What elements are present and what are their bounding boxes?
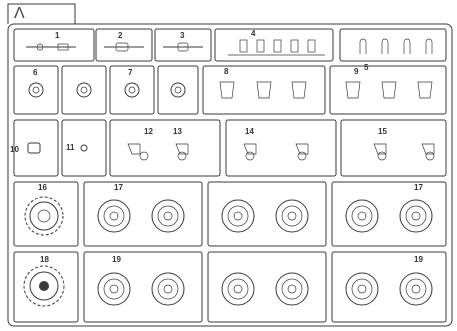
part-cell-5: 5 (339, 28, 447, 72)
part-cell-18: 18 (13, 251, 79, 323)
wheel-block-2 (207, 181, 327, 247)
sprue-letter: Λ (14, 5, 25, 22)
part-number-8: 8 (224, 67, 229, 76)
part-number-18: 18 (40, 255, 49, 264)
part-number-7: 7 (128, 68, 133, 77)
part-number-2: 2 (118, 31, 123, 40)
part-cell-8: 8 (202, 65, 326, 115)
part-cell-7b (157, 65, 199, 115)
part-cell-7: 7 (109, 65, 155, 115)
part-number-15: 15 (378, 127, 387, 136)
part-number-4: 4 (251, 29, 256, 38)
part-cell-6: 6 (13, 65, 59, 115)
part-cell-15: 15 (340, 119, 447, 177)
sprue-frame (7, 23, 453, 327)
sprue-tab (7, 3, 76, 24)
wheel-block-6: 19 (331, 251, 447, 323)
part-cell-10: 10 (10, 119, 59, 177)
part-number-19a: 19 (112, 255, 121, 264)
part-number-13: 13 (173, 127, 182, 136)
part-cell-6b (61, 65, 107, 115)
part-cell-12-13: 12 13 (109, 119, 221, 177)
part-number-9: 9 (354, 67, 359, 76)
part-number-5: 5 (364, 63, 369, 72)
part-number-19b: 19 (414, 255, 423, 264)
part-number-3: 3 (180, 31, 185, 40)
part-cell-9: 9 (329, 65, 447, 115)
wheel-block-4: 19 (83, 251, 203, 323)
part-cell-11: 11 (61, 119, 107, 177)
part-cell-14: 14 (225, 119, 337, 177)
part-cell-16: 16 (13, 181, 79, 247)
part-cell-4: 4 (214, 28, 334, 62)
part-cell-3: 3 (154, 28, 212, 62)
part-number-1: 1 (55, 31, 60, 40)
wheel-block-3: 17 (331, 181, 447, 247)
part-number-17a: 17 (114, 183, 123, 192)
wheel-block-1: 17 (83, 181, 203, 247)
part-number-10: 10 (10, 145, 19, 154)
part-number-12: 12 (144, 127, 153, 136)
part-number-14: 14 (245, 127, 254, 136)
wheel-block-5 (207, 251, 327, 323)
part-number-11: 11 (66, 143, 75, 152)
part-number-6: 6 (33, 68, 38, 77)
part-cell-2: 2 (95, 28, 153, 62)
part-number-16: 16 (38, 183, 47, 192)
part-number-17b: 17 (414, 183, 423, 192)
part-cell-1: 1 (13, 28, 95, 62)
